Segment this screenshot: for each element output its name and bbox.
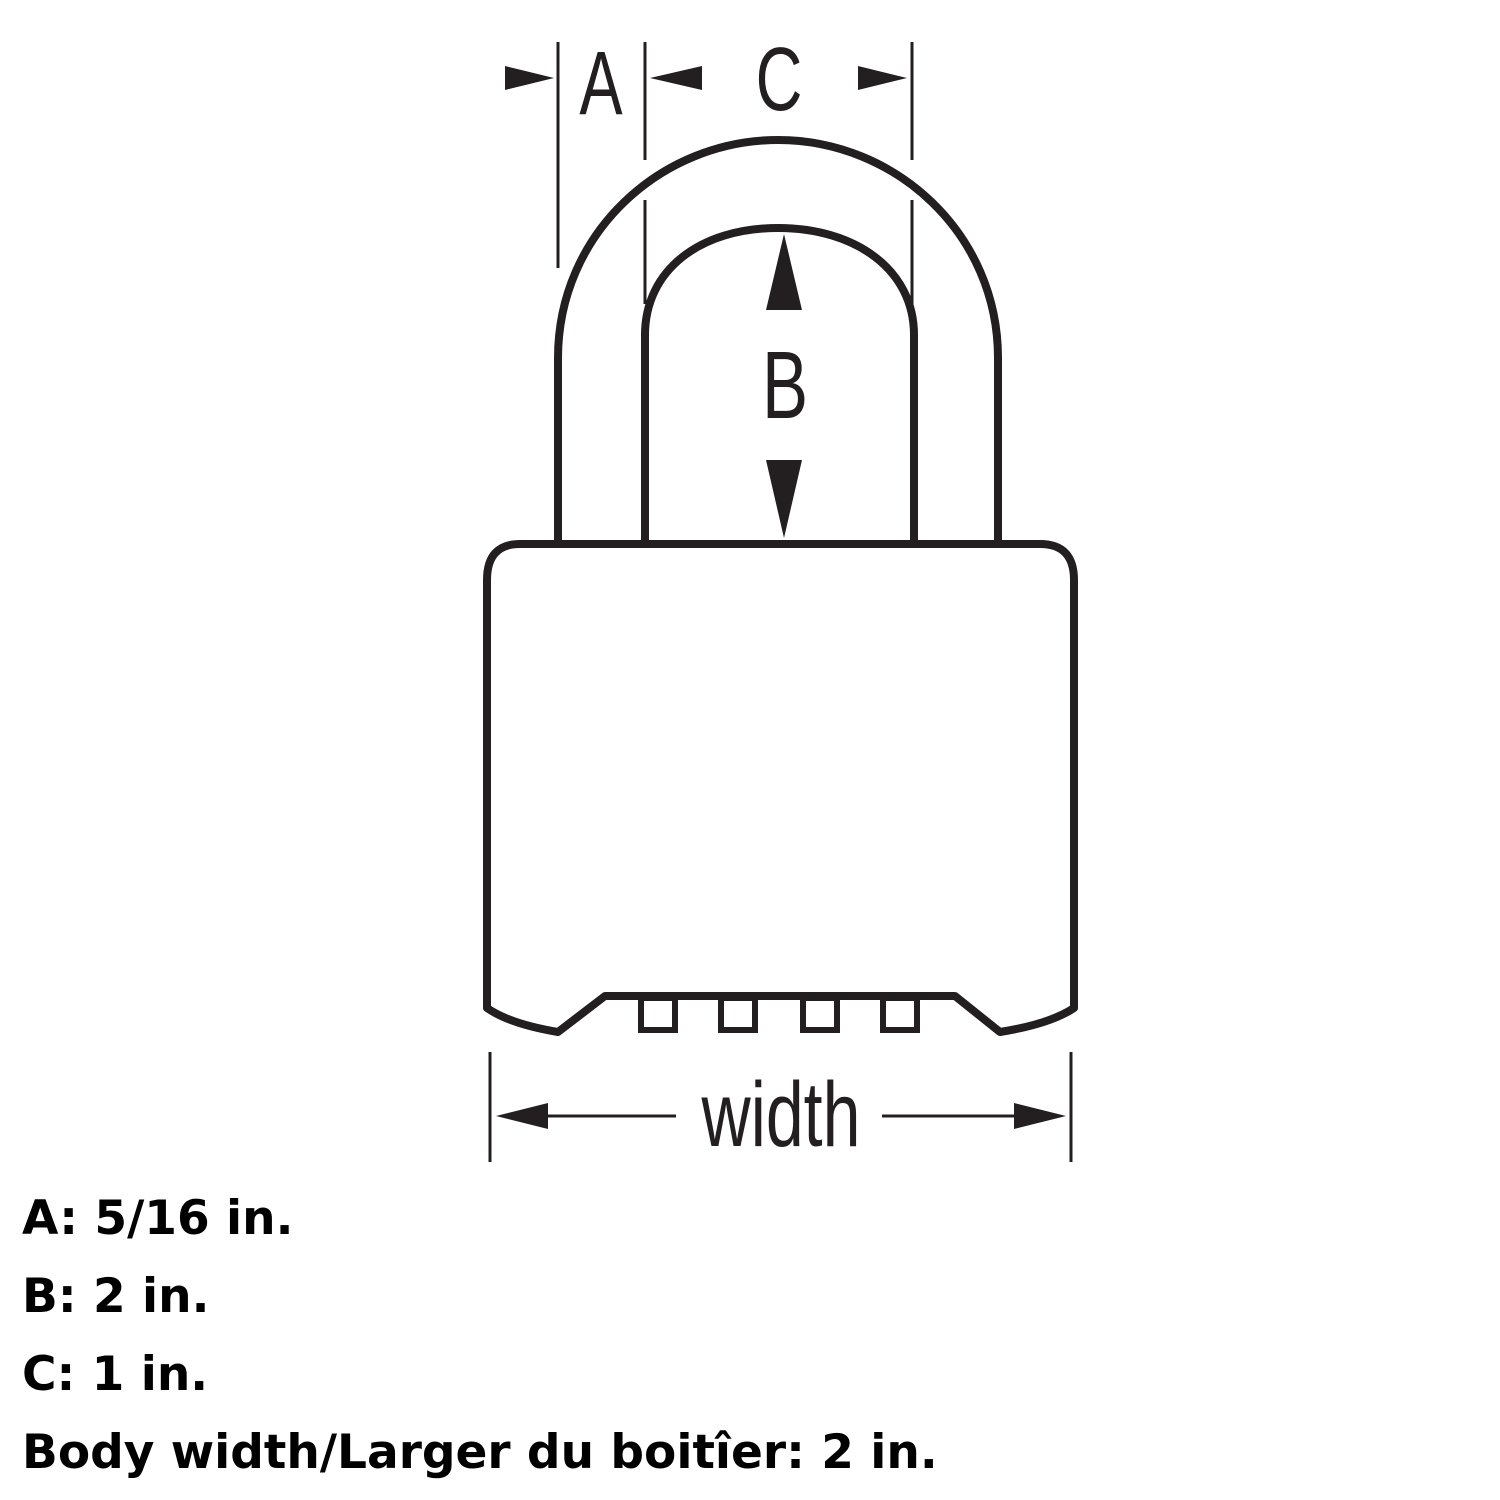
dimension-c-label: C [756,29,803,130]
padlock-body [483,540,1078,1036]
dimension-a-arrow [505,66,554,90]
spec-body-width: Body width/Larger du boitîer: 2 in. [22,1425,938,1480]
dimension-b-top-arrow [766,234,802,310]
dial-1 [638,995,678,1033]
spec-b: B: 2 in. [22,1269,210,1324]
shackle-inner-edge [641,223,918,542]
dimension-c-right-arrow [858,66,907,90]
width-label: width [701,1064,861,1166]
width-left-arrow [496,1103,548,1129]
dimension-specs-list: A: 5/16 in. B: 2 in. C: 1 in. Body width… [22,1180,938,1492]
combination-dials [638,995,920,1033]
dimension-c: C [643,29,914,304]
dimension-a: A [505,33,647,268]
dimension-b: B [762,234,808,538]
spec-a: A: 5/16 in. [22,1191,294,1246]
dial-2 [718,995,758,1033]
dial-4 [880,995,920,1033]
dimension-b-label: B [762,331,808,439]
dial-3 [800,995,840,1033]
dimension-c-left-arrow [650,66,702,90]
dimension-width: width [488,1052,1073,1166]
width-right-arrow [1014,1103,1066,1129]
padlock-shackle [554,135,1002,542]
shackle-outer-edge [554,135,1002,542]
dimension-b-bottom-arrow [766,460,802,538]
spec-c: C: 1 in. [22,1347,209,1402]
dimension-a-label: A [579,33,623,134]
